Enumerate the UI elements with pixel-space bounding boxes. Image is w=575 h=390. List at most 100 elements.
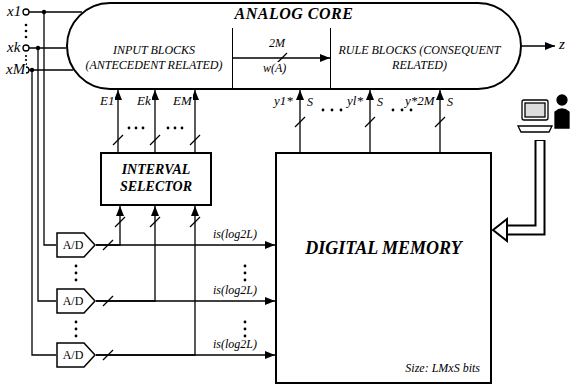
interval-selector: INTERVAL SELECTOR (100, 152, 212, 206)
input-wire (29, 11, 82, 12)
signal-connector (194, 90, 195, 152)
ellipsis-dot (142, 127, 145, 130)
user-body (555, 109, 569, 128)
signal-label: S (306, 96, 314, 109)
ellipsis-dot (244, 321, 247, 324)
analog-core: ANALOG CORE INPUT BLOCKS (ANTECEDENT RELA… (66, 2, 522, 90)
ellipsis-dot (25, 55, 27, 57)
node-title: DIGITAL MEMORY (277, 238, 490, 260)
ellipsis-dot (181, 127, 184, 130)
ellipsis-dot (167, 127, 170, 130)
ellipsis-dot (174, 127, 177, 130)
ad-converter: A/D (56, 232, 96, 258)
signal-label: S (376, 96, 384, 109)
signal-connector (299, 90, 300, 152)
ad-converter: A/D (56, 288, 96, 314)
edge-label: E1 (99, 94, 115, 108)
arrow-body-outline (506, 140, 540, 230)
ad-converter: A/D (56, 342, 96, 368)
ellipsis-dot (331, 109, 334, 112)
edge-label: is(log2L) (212, 338, 258, 351)
signal-connector (96, 354, 275, 355)
input-wire (29, 69, 73, 70)
node-title: ANALOG CORE (68, 5, 520, 23)
edge-label: w(A) (262, 62, 287, 75)
ellipsis-dot (75, 279, 78, 282)
ellipsis-dot (135, 127, 138, 130)
node-title: A/D (63, 348, 90, 363)
arrow-head (493, 219, 507, 241)
monitor (522, 100, 548, 120)
input-terminal (23, 45, 29, 51)
ellipsis-dot (75, 265, 78, 268)
node-note: Size: LMxS bits (405, 361, 480, 376)
input-terminal (23, 9, 29, 15)
edge-label: y1* (273, 94, 294, 108)
edge-label: EM (172, 94, 193, 108)
signal-label: x1 (6, 3, 22, 20)
digital-memory: DIGITAL MEMORY Size: LMxS bits (275, 152, 492, 384)
user-head (557, 95, 567, 105)
input-blocks: INPUT BLOCKS (ANTECEDENT RELATED) (76, 28, 233, 88)
ellipsis-dot (75, 335, 78, 338)
ellipsis-dot (244, 265, 247, 268)
signal-connector (233, 57, 330, 58)
junction-dot (30, 68, 34, 72)
ellipsis-dot (410, 109, 413, 112)
edge-label: y*2M (404, 94, 436, 108)
signal-connector (439, 90, 440, 152)
ellipsis-dot (340, 109, 343, 112)
input-wire (32, 70, 56, 355)
ellipsis-dot (244, 328, 247, 331)
keyboard (518, 126, 552, 132)
signal-connector (96, 206, 195, 355)
edge-label: is(log2L) (212, 228, 258, 241)
programming-arrow (493, 140, 540, 241)
signal-connector (96, 206, 120, 245)
node-title: INPUT BLOCKS (ANTECEDENT RELATED) (82, 43, 226, 73)
junction-dot (42, 10, 46, 14)
ellipsis-dot (75, 272, 78, 275)
signal-label: S (446, 96, 454, 109)
input-wire (29, 47, 66, 48)
user-computer-icon (518, 95, 569, 132)
screen (525, 103, 545, 117)
input-wire (38, 48, 56, 301)
ellipsis-dot (401, 109, 404, 112)
ellipsis-dot (128, 127, 131, 130)
ellipsis-dot (75, 321, 78, 324)
junction-dot (36, 46, 40, 50)
ellipsis-dot (75, 328, 78, 331)
signal-connector (117, 90, 118, 152)
node-title: RULE BLOCKS (CONSEQUENT RELATED) (337, 43, 502, 73)
input-wire (44, 12, 56, 245)
signal-connector (369, 90, 370, 152)
ellipsis-dot (25, 30, 28, 33)
signal-connector (96, 244, 275, 245)
signal-label: xk (6, 39, 21, 56)
arrow-body-inner (505, 141, 540, 230)
edge-label: Ek (136, 94, 152, 108)
node-title: INTERVAL SELECTOR (108, 162, 204, 196)
signal-label: z (558, 36, 566, 53)
ellipsis-dot (25, 24, 28, 27)
signal-connector (154, 90, 155, 152)
signal-label: 2M (268, 37, 286, 50)
rule-blocks: RULE BLOCKS (CONSEQUENT RELATED) (330, 28, 508, 88)
edge-label: is(log2L) (212, 284, 258, 297)
ad-outline (57, 289, 95, 313)
ellipsis-dot (25, 36, 28, 39)
node-title: A/D (63, 238, 90, 253)
ad-outline (57, 233, 95, 257)
signal-connector (96, 300, 275, 301)
ellipsis-dot (244, 335, 247, 338)
output-wire (522, 45, 555, 46)
signal-label: xM (5, 61, 26, 78)
ellipsis-dot (392, 109, 395, 112)
ellipsis-dot (244, 272, 247, 275)
signal-connector (96, 206, 155, 301)
ad-outline (57, 343, 95, 367)
node-title: A/D (63, 294, 90, 309)
ellipsis-dot (322, 109, 325, 112)
edge-label: yl* (346, 94, 364, 108)
